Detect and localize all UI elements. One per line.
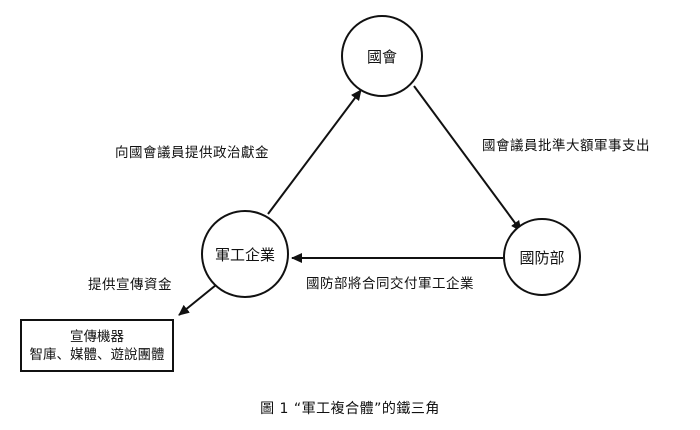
defense-department-label: 國防部: [519, 248, 565, 267]
defense-department-node: 國防部: [503, 218, 581, 296]
political-donation-label: 向國會議員提供政治獻金: [115, 145, 269, 161]
propaganda-machine-members: 智庫、媒體、遊說團體: [29, 346, 165, 363]
propaganda-funding-label: 提供宣傳資金: [88, 277, 172, 293]
military-industry-label: 軍工企業: [214, 245, 275, 264]
arrow-congress-to-defense: [413, 85, 522, 232]
propaganda-machine-title: 宣傳機器: [70, 328, 124, 345]
figure-caption: 圖 1 “軍工複合體”的鐵三角: [260, 401, 440, 417]
contract-award-label: 國防部將合同交付軍工企業: [306, 276, 474, 292]
military-industry-node: 軍工企業: [201, 210, 289, 298]
propaganda-machine-box: 宣傳機器 智庫、媒體、遊說團體: [20, 319, 174, 372]
congress-node: 國會: [341, 15, 423, 97]
congress-label: 國會: [366, 47, 397, 66]
arrow-industry-to-propaganda: [178, 284, 217, 316]
military-spending-approval-label: 國會議員批準大額軍事支出: [482, 138, 650, 154]
arrow-industry-to-congress: [267, 89, 362, 215]
